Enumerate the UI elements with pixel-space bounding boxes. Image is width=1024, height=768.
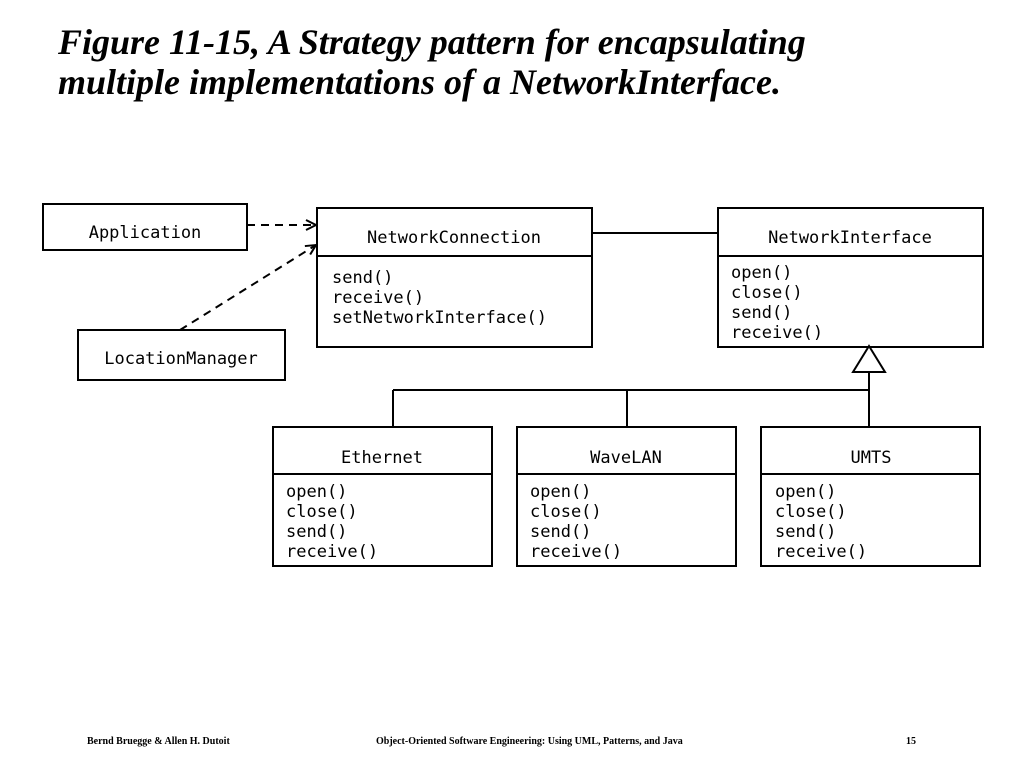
footer-authors: Bernd Bruegge & Allen H. Dutoit	[87, 736, 230, 747]
operation: open()	[775, 482, 836, 502]
operation: setNetworkInterface()	[332, 308, 547, 328]
slide-title-line-1: Figure 11-15, A Strategy pattern for enc…	[58, 22, 806, 62]
class-name: NetworkConnection	[367, 228, 541, 248]
class-location-manager: LocationManager	[77, 329, 286, 381]
class-wavelan: WaveLAN open() close() send() receive()	[516, 426, 737, 567]
operation: receive()	[332, 288, 424, 308]
inheritance-triangle	[851, 344, 887, 373]
operation: close()	[530, 502, 602, 522]
class-box	[516, 426, 737, 567]
class-box	[316, 207, 593, 348]
class-umts: UMTS open() close() send() receive()	[760, 426, 981, 567]
class-box	[717, 207, 984, 348]
operation: send()	[731, 303, 792, 323]
operation: close()	[286, 502, 358, 522]
operation: open()	[530, 482, 591, 502]
class-name: LocationManager	[104, 349, 258, 369]
class-box	[77, 329, 286, 381]
slide-title: Figure 11-15, A Strategy pattern for enc…	[58, 22, 998, 102]
class-application: Application	[42, 203, 248, 251]
class-network-connection: NetworkConnection send() receive() setNe…	[316, 207, 593, 348]
operation: receive()	[731, 323, 823, 343]
class-name: NetworkInterface	[768, 228, 932, 248]
operation: send()	[530, 522, 591, 542]
operation: close()	[775, 502, 847, 522]
class-name: UMTS	[851, 448, 892, 468]
operation: send()	[775, 522, 836, 542]
class-name: WaveLAN	[590, 448, 662, 468]
class-box	[760, 426, 981, 567]
operation: receive()	[530, 542, 622, 562]
footer-page-number: 15	[906, 736, 916, 747]
operation: receive()	[775, 542, 867, 562]
slide-title-line-2: multiple implementations of a NetworkInt…	[58, 62, 781, 102]
class-ethernet: Ethernet open() close() send() receive()	[272, 426, 493, 567]
class-box	[42, 203, 248, 251]
class-box	[272, 426, 493, 567]
operation: send()	[332, 268, 393, 288]
operation: close()	[731, 283, 803, 303]
dependency-locationmanager-to-connection	[179, 245, 316, 331]
class-name: Application	[89, 223, 202, 243]
generalization-tree	[392, 344, 887, 427]
operation: open()	[286, 482, 347, 502]
footer-book-title: Object-Oriented Software Engineering: Us…	[376, 736, 683, 747]
class-network-interface: NetworkInterface open() close() send() r…	[717, 207, 984, 348]
operation: receive()	[286, 542, 378, 562]
class-name: Ethernet	[341, 448, 423, 468]
operation: open()	[731, 263, 792, 283]
operation: send()	[286, 522, 347, 542]
